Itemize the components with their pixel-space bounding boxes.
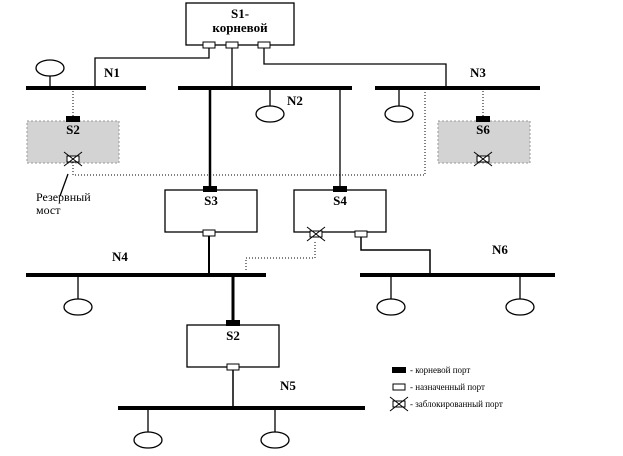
segment-n3-label: N3 <box>470 65 486 80</box>
s3-designated-port <box>202 229 216 237</box>
backup-label-line2: мост <box>36 203 61 217</box>
legend-root-port-label: - корневой порт <box>410 365 470 375</box>
bridge-s2-backup-label: S2 <box>66 122 80 137</box>
link-s1-n1 <box>94 48 210 88</box>
host-n6b <box>505 298 535 316</box>
bridge-s1-label-line1: S1- <box>231 6 249 21</box>
s4-designated-port <box>354 230 368 238</box>
s2-backup-root-port <box>66 116 80 122</box>
segment-n6-label: N6 <box>492 242 508 257</box>
bridge-s1-label-line2: корневой <box>212 20 268 35</box>
bridge-s4-box <box>293 189 387 233</box>
backup-label-line1: Резервный <box>36 190 91 204</box>
bridge-s3-label: S3 <box>204 193 218 208</box>
s6-blocked-port <box>473 151 493 167</box>
host-n5b <box>260 431 290 449</box>
s1-designated-port-n1 <box>202 41 216 49</box>
segment-n5-label: N5 <box>280 378 296 393</box>
bridge-s3-box <box>164 189 258 233</box>
host-n1 <box>35 59 65 77</box>
host-n4 <box>63 298 93 316</box>
legend-designated-port-swatch <box>392 383 406 391</box>
bridge-s6-label: S6 <box>476 122 490 137</box>
legend-blocked-port-swatch <box>389 396 409 412</box>
s1-designated-port-n2 <box>225 41 239 49</box>
legend: - корневой порт - назначенный порт - заб… <box>389 365 503 412</box>
segment-n1-label: N1 <box>104 65 120 80</box>
host-n2 <box>255 105 285 123</box>
backup-pointer-line <box>59 173 69 197</box>
s6-root-port <box>476 116 490 122</box>
bridge-s1-box <box>185 2 295 46</box>
legend-blocked-port-label: - заблокированный порт <box>410 399 503 409</box>
segment-n4-label: N4 <box>112 249 128 264</box>
s1-designated-port-n3 <box>257 41 271 49</box>
legend-designated-port-label: - назначенный порт <box>410 382 485 392</box>
legend-root-port-swatch <box>392 367 406 373</box>
segment-n2-label: N2 <box>287 93 303 108</box>
host-n6a <box>376 298 406 316</box>
s4-blocked-port <box>306 226 326 242</box>
bridge-s4-label: S4 <box>333 193 347 208</box>
host-n5a <box>133 431 163 449</box>
bridge-s2-box <box>186 324 280 368</box>
host-n3 <box>384 105 414 123</box>
s2-designated-port <box>226 363 240 371</box>
link-s1-n3 <box>263 48 447 88</box>
link-s4-n6 <box>360 237 431 275</box>
s3-root-port <box>203 186 217 192</box>
bridge-s2-label: S2 <box>226 328 240 343</box>
s4-root-port <box>333 186 347 192</box>
s2-root-port <box>226 320 240 326</box>
standby-link-n4-s4 <box>245 240 316 270</box>
standby-link-s2-s6 <box>72 92 426 176</box>
